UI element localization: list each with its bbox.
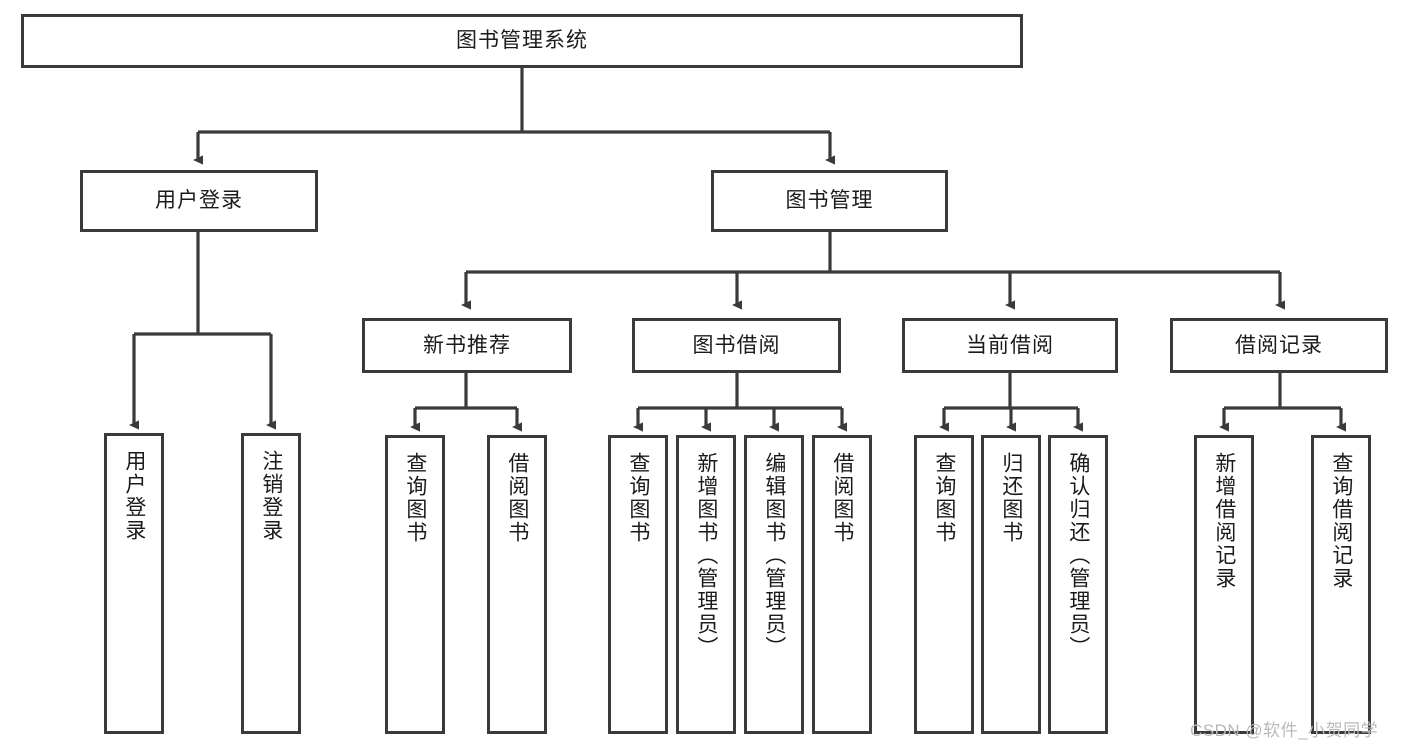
- leaf-record-query-record[interactable]: 查询借阅记录: [1311, 435, 1371, 734]
- node-label: 图书管理: [785, 189, 874, 213]
- leaf-label: 用户登录: [122, 450, 146, 542]
- leaf-user-login-signout[interactable]: 注销登录: [241, 433, 301, 734]
- node-book-management[interactable]: 图书管理: [711, 170, 948, 232]
- leaf-label: 归还图书: [999, 452, 1023, 544]
- leaf-label: 新增借阅记录: [1212, 452, 1236, 590]
- node-label: 图书借阅: [692, 333, 781, 357]
- node-label: 新书推荐: [423, 333, 511, 357]
- node-label: 借阅记录: [1235, 333, 1323, 357]
- leaf-recommend-borrow-book[interactable]: 借阅图书: [487, 435, 547, 734]
- leaf-user-login-signin[interactable]: 用户登录: [104, 433, 164, 734]
- node-borrow-record[interactable]: 借阅记录: [1170, 318, 1388, 373]
- node-root-system[interactable]: 图书管理系统: [21, 14, 1023, 68]
- leaf-label: 查询借阅记录: [1329, 452, 1353, 590]
- leaf-current-query-book[interactable]: 查询图书: [914, 435, 974, 734]
- leaf-current-return-book[interactable]: 归还图书: [981, 435, 1041, 734]
- leaf-label: 查询图书: [932, 452, 956, 544]
- node-label: 图书管理系统: [456, 29, 588, 53]
- leaf-label: 编辑图书（管理员）: [762, 452, 786, 659]
- leaf-label: 查询图书: [626, 452, 650, 544]
- leaf-borrow-add-book-admin[interactable]: 新增图书（管理员）: [676, 435, 736, 734]
- leaf-label: 确认归还（管理员）: [1066, 452, 1090, 659]
- node-user-login[interactable]: 用户登录: [80, 170, 318, 232]
- node-current-borrow[interactable]: 当前借阅: [902, 318, 1118, 373]
- watermark: CSDN @软件_小贺同学: [1190, 721, 1379, 740]
- leaf-record-add-record[interactable]: 新增借阅记录: [1194, 435, 1254, 734]
- leaf-label: 借阅图书: [830, 452, 854, 544]
- leaf-label: 注销登录: [259, 450, 283, 542]
- leaf-label: 查询图书: [403, 452, 427, 544]
- node-book-borrow[interactable]: 图书借阅: [632, 318, 841, 373]
- leaf-borrow-borrow-book[interactable]: 借阅图书: [812, 435, 872, 734]
- leaf-borrow-query-book[interactable]: 查询图书: [608, 435, 668, 734]
- node-label: 用户登录: [155, 189, 243, 213]
- leaf-borrow-edit-book-admin[interactable]: 编辑图书（管理员）: [744, 435, 804, 734]
- leaf-label: 借阅图书: [505, 452, 529, 544]
- node-label: 当前借阅: [966, 333, 1054, 357]
- leaf-current-confirm-return-admin[interactable]: 确认归还（管理员）: [1048, 435, 1108, 734]
- leaf-recommend-query-book[interactable]: 查询图书: [385, 435, 445, 734]
- node-new-book-recommend[interactable]: 新书推荐: [362, 318, 572, 373]
- leaf-label: 新增图书（管理员）: [694, 452, 718, 659]
